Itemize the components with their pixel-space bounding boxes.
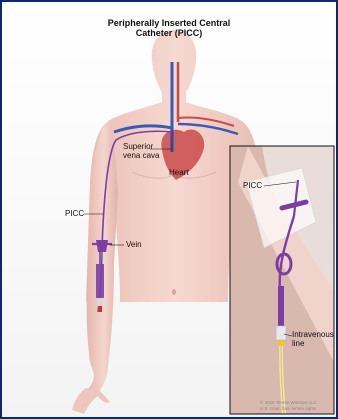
label-superior-1: Superior (123, 142, 153, 151)
credit-line-1: © 2015 Terese Winslow LLC (260, 400, 317, 405)
label-heart: Heart (169, 168, 189, 177)
title-line-1: Peripherally Inserted Central (2, 18, 336, 28)
label-picc-left: PICC (65, 209, 84, 218)
label-intravenous-2: line (292, 339, 304, 348)
label-intravenous-1: Intravenous (292, 330, 334, 339)
label-vein: Vein (126, 240, 142, 249)
label-superior-2: vena cava (123, 151, 159, 160)
title-line-2: Catheter (PICC) (2, 28, 336, 38)
credit-line-2: U.S. Govt. has certain rights (260, 406, 316, 411)
label-picc-inset: PICC (243, 181, 262, 190)
picc-illustration (2, 2, 336, 417)
